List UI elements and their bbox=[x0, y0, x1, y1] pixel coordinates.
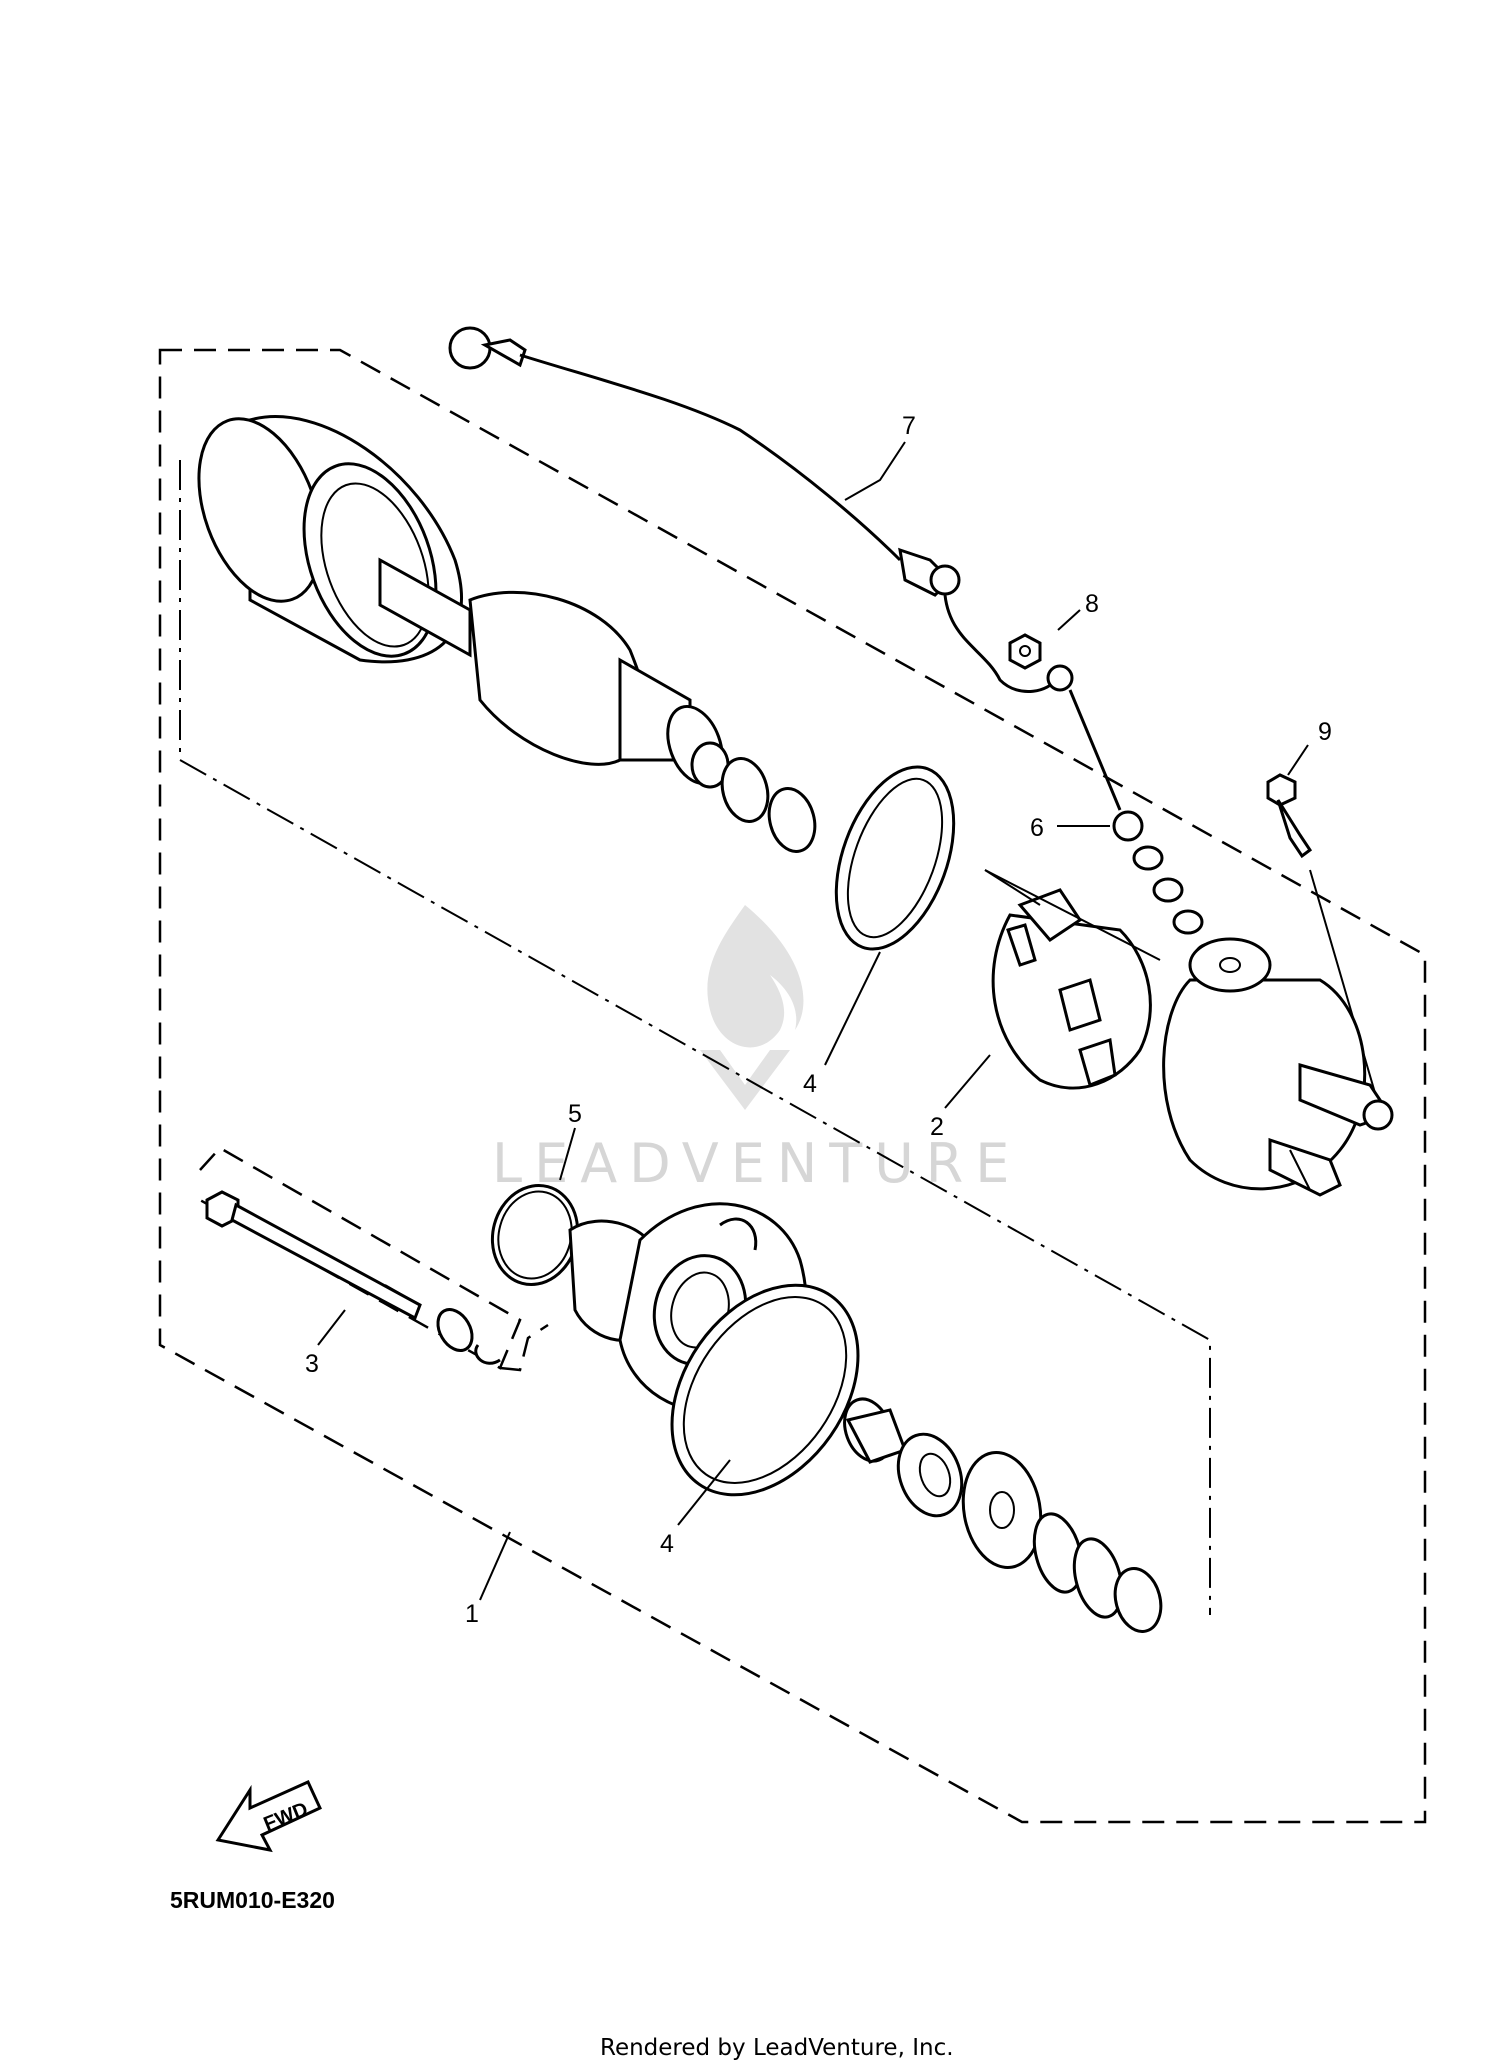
o-ring-upper bbox=[834, 765, 956, 951]
washer bbox=[767, 787, 817, 853]
callout-1: 1 bbox=[465, 1600, 479, 1628]
callout-4-lower: 4 bbox=[660, 1530, 674, 1558]
callout-6: 6 bbox=[1030, 814, 1044, 842]
callout-2: 2 bbox=[930, 1113, 944, 1141]
washer bbox=[1072, 1537, 1124, 1619]
callout-4-upper: 4 bbox=[803, 1070, 817, 1098]
callout-3: 3 bbox=[305, 1350, 319, 1378]
footer-credit: Rendered by LeadVenture, Inc. bbox=[600, 2035, 954, 2061]
armature bbox=[378, 557, 730, 789]
callout-5: 5 bbox=[568, 1100, 582, 1128]
nut bbox=[1008, 633, 1042, 670]
watermark: LEADVENTURE bbox=[492, 905, 1021, 1195]
watermark-flame-logo bbox=[700, 905, 804, 1110]
ball-bearing bbox=[896, 1432, 964, 1518]
callout-8: 8 bbox=[1085, 590, 1099, 618]
lead-wire bbox=[448, 326, 1122, 811]
bolt-screw bbox=[1266, 773, 1381, 1111]
assembly-boundary bbox=[158, 348, 1427, 1824]
rear-cover bbox=[1162, 937, 1394, 1197]
leader-lines bbox=[317, 441, 1309, 1601]
o-ring-lower bbox=[670, 1283, 860, 1497]
washer bbox=[1113, 1567, 1163, 1633]
through-bolt bbox=[205, 1190, 501, 1365]
thrust-washer bbox=[961, 1451, 1043, 1569]
watermark-text: LEADVENTURE bbox=[492, 1132, 1021, 1195]
callout-7: 7 bbox=[902, 412, 916, 440]
callout-9: 9 bbox=[1318, 718, 1332, 746]
brush-holder bbox=[984, 869, 1161, 1090]
yoke-cylinder bbox=[197, 415, 463, 664]
diagram-code: 5RUM010-E320 bbox=[170, 1887, 335, 1913]
fwd-arrow-icon: FWD bbox=[215, 1780, 322, 1853]
washer bbox=[720, 757, 770, 823]
